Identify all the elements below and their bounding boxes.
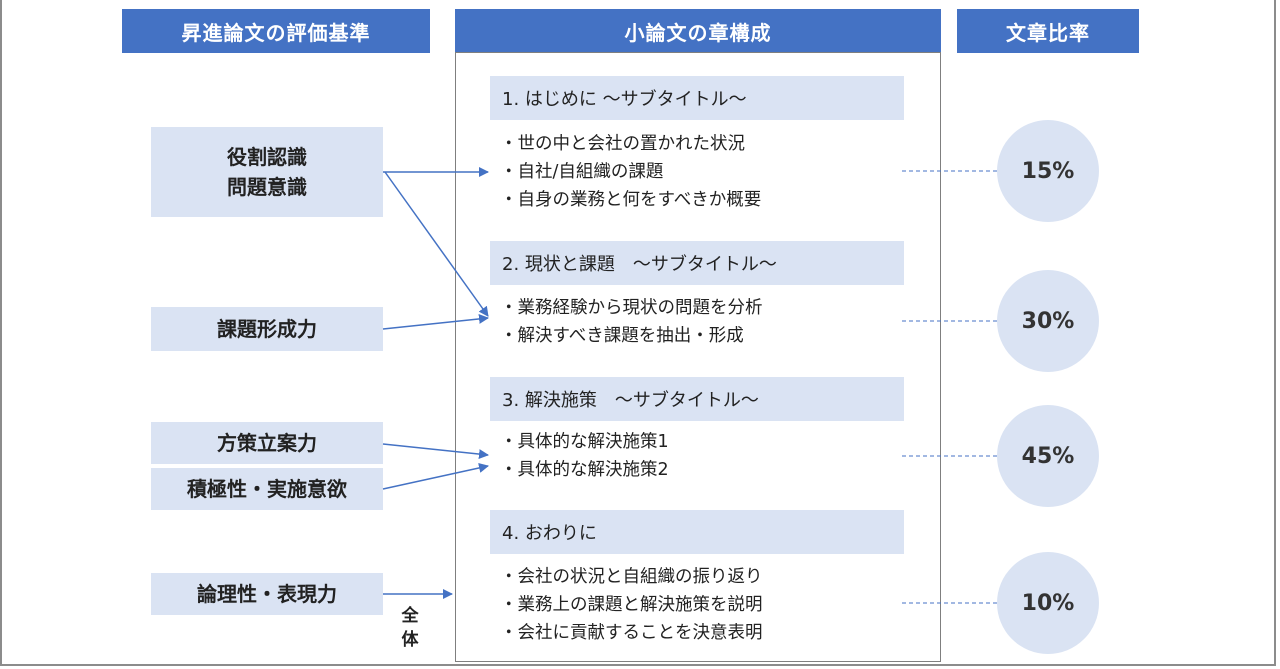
bullet-item: ・世の中と会社の置かれた状況 [500,134,745,154]
ratio-circle-chapter-1: 15% [997,120,1099,222]
chapter-4-title: 4. おわりに [490,510,904,554]
chapter-3-title: 3. 解決施策 ～サブタイトル～ [490,377,904,421]
criterion-logic-expression: 論理性・表現力 [151,573,383,615]
bullet-item: ・業務経験から現状の問題を分析 [500,298,763,318]
criterion-line: 課題形成力 [217,317,317,341]
chapter-structure-box [455,52,941,662]
structure-header: 小論文の章構成 [455,9,941,53]
arrow-role-to-ch2 [384,171,489,317]
ratio-header: 文章比率 [957,9,1139,53]
ratio-circle-chapter-3: 45% [997,405,1099,507]
chapter-4-bullets: ・会社の状況と自組織の振り返り ・業務上の課題と解決施策を説明 ・会社に貢献する… [500,563,763,647]
whole-label-char: 体 [401,630,419,650]
criterion-line: 役割認識 [227,145,307,169]
criterion-initiative: 積極性・実施意欲 [151,468,383,510]
criterion-line: 問題意識 [227,175,307,199]
chapter-1-title: 1. はじめに ～サブタイトル～ [490,76,904,120]
chapter-1-bullets: ・世の中と会社の置かれた状況 ・自社/自組織の課題 ・自身の業務と何をすべきか概… [500,130,761,214]
criteria-header: 昇進論文の評価基準 [122,9,430,53]
arrow-planning-to-ch3 [382,443,489,460]
ratio-circle-chapter-2: 30% [997,270,1099,372]
criterion-issue-formation: 課題形成力 [151,307,383,351]
bullet-item: ・会社に貢献することを決意表明 [500,623,763,643]
bullet-item: ・具体的な解決施策2 [500,460,669,480]
whole-label-char: 全 [401,606,419,626]
whole-label: 全 体 [400,604,420,652]
arrow-initiative-to-ch3 [382,463,489,490]
bullet-item: ・業務上の課題と解決施策を説明 [500,595,763,615]
ratio-circle-chapter-4: 10% [997,552,1099,654]
chapter-3-bullets: ・具体的な解決施策1 ・具体的な解決施策2 [500,428,669,484]
bullet-item: ・自社/自組織の課題 [500,162,664,182]
bullet-item: ・解決すべき課題を抽出・形成 [500,326,744,346]
arrow-issue-to-ch2 [382,313,489,330]
chapter-2-title: 2. 現状と課題 ～サブタイトル～ [490,241,904,285]
criterion-line: 論理性・表現力 [197,582,337,606]
chapter-2-bullets: ・業務経験から現状の問題を分析 ・解決すべき課題を抽出・形成 [500,294,763,350]
criterion-line: 方策立案力 [217,431,317,455]
criterion-role-awareness: 役割認識 問題意識 [151,127,383,217]
criterion-line: 積極性・実施意欲 [187,477,347,501]
bullet-item: ・会社の状況と自組織の振り返り [500,567,763,587]
bullet-item: ・自身の業務と何をすべきか概要 [500,190,762,210]
bullet-item: ・具体的な解決施策1 [500,432,669,452]
criterion-planning: 方策立案力 [151,422,383,464]
